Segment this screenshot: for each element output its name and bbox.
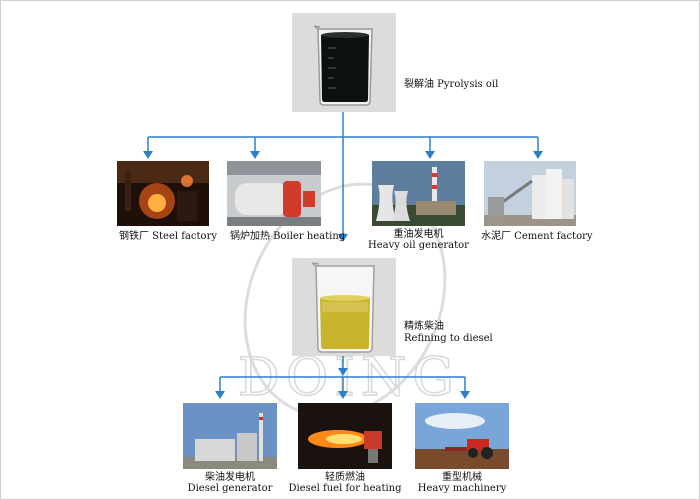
steel-factory-image [117, 161, 209, 226]
diesel-generator-label-en: Diesel generator [187, 483, 273, 494]
pyrolysis-oil-label: 裂解油 Pyrolysis oil [404, 79, 499, 90]
cement-factory-image [484, 161, 576, 226]
heavy-machinery-label-cn: 重型机械 [442, 472, 482, 483]
refining-diesel-label-en: Refining to diesel [404, 333, 493, 344]
steel-factory-label: 钢铁厂 Steel factory [119, 231, 217, 242]
heavy-machinery-label-en: Heavy machinery [417, 483, 507, 494]
refining-diesel-image [292, 258, 396, 356]
heavy-oil-generator-image [372, 161, 465, 226]
diesel-generator-label-cn: 柴油发电机 [205, 472, 255, 483]
heavy-machinery-image [415, 403, 509, 469]
pyrolysis-oil-image [292, 13, 396, 112]
diesel-generator-image [183, 403, 277, 469]
diesel-heating-label-cn: 轻质燃油 [325, 472, 365, 483]
diesel-heating-image [298, 403, 392, 469]
diesel-heating-label-en: Diesel fuel for heating [288, 483, 402, 494]
cement-factory-label: 水泥厂 Cement factory [481, 231, 593, 242]
heavy-oil-generator-label-en: Heavy oil generator [368, 240, 469, 251]
boiler-heating-label: 锅炉加热 Boiler heating [230, 231, 346, 242]
boiler-heating-image [227, 161, 321, 226]
heavy-oil-generator-label-cn: 重油发电机 [393, 229, 444, 240]
refining-diesel-label-cn: 精炼柴油 [404, 321, 444, 332]
svg-text:DOING: DOING [238, 348, 460, 408]
